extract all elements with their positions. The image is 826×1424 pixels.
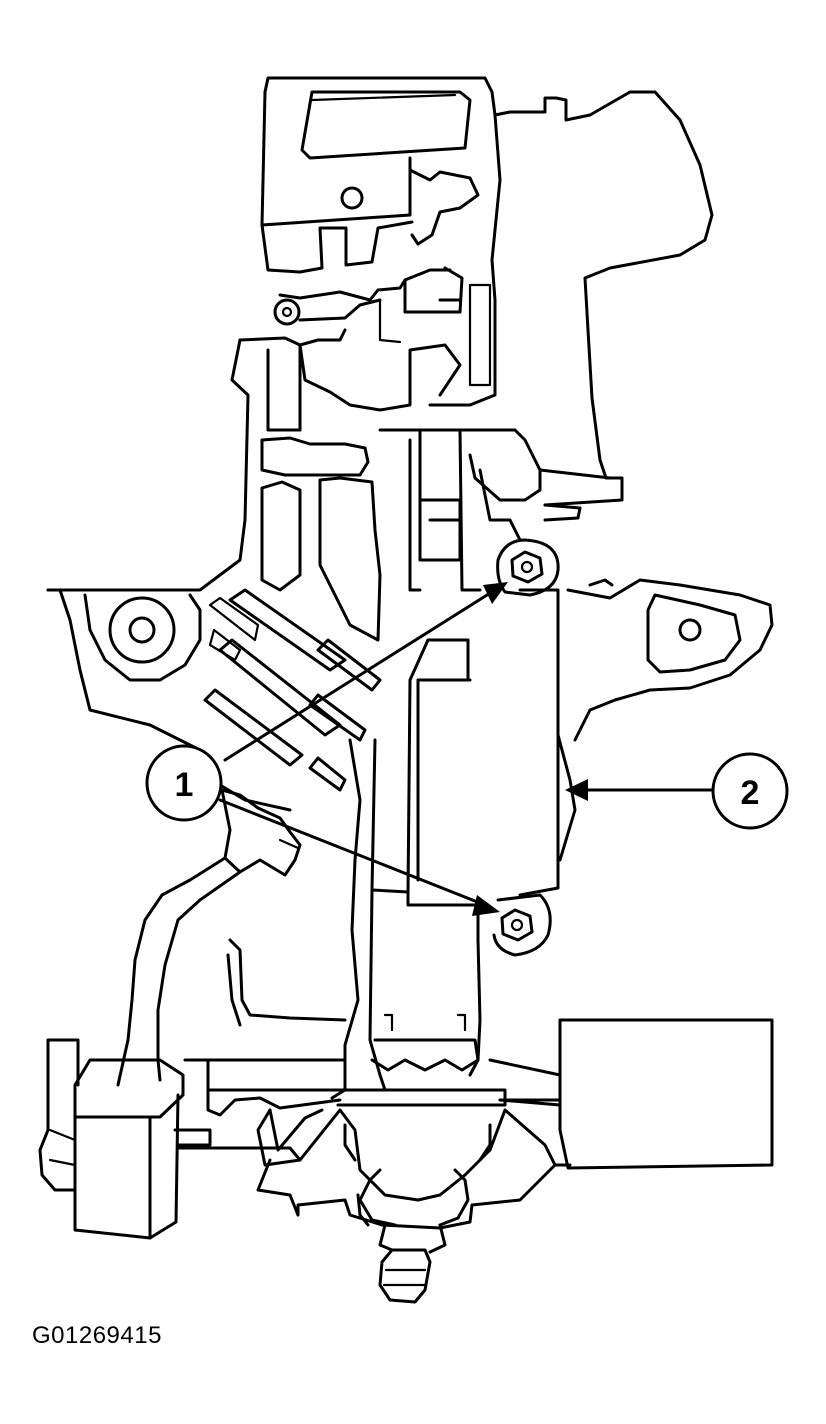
upper-nut (496, 538, 560, 597)
callout-2-label: 2 (741, 774, 760, 812)
column-body (46, 336, 624, 642)
lower-nut (492, 893, 552, 957)
right-bracket (566, 578, 774, 742)
bottom-shaft (356, 1168, 470, 1304)
wiring-connector (38, 788, 302, 1240)
lower-column (226, 738, 482, 1092)
leader-lines (218, 582, 715, 916)
airbag-clockspring-module (406, 588, 577, 897)
callout-1: 1 (145, 744, 223, 822)
upper-housing (260, 76, 714, 480)
figure-code: G01269415 (32, 1322, 162, 1349)
callout-1-label: 1 (175, 766, 194, 804)
callout-2: 2 (711, 752, 789, 830)
lower-flange (173, 1018, 774, 1230)
